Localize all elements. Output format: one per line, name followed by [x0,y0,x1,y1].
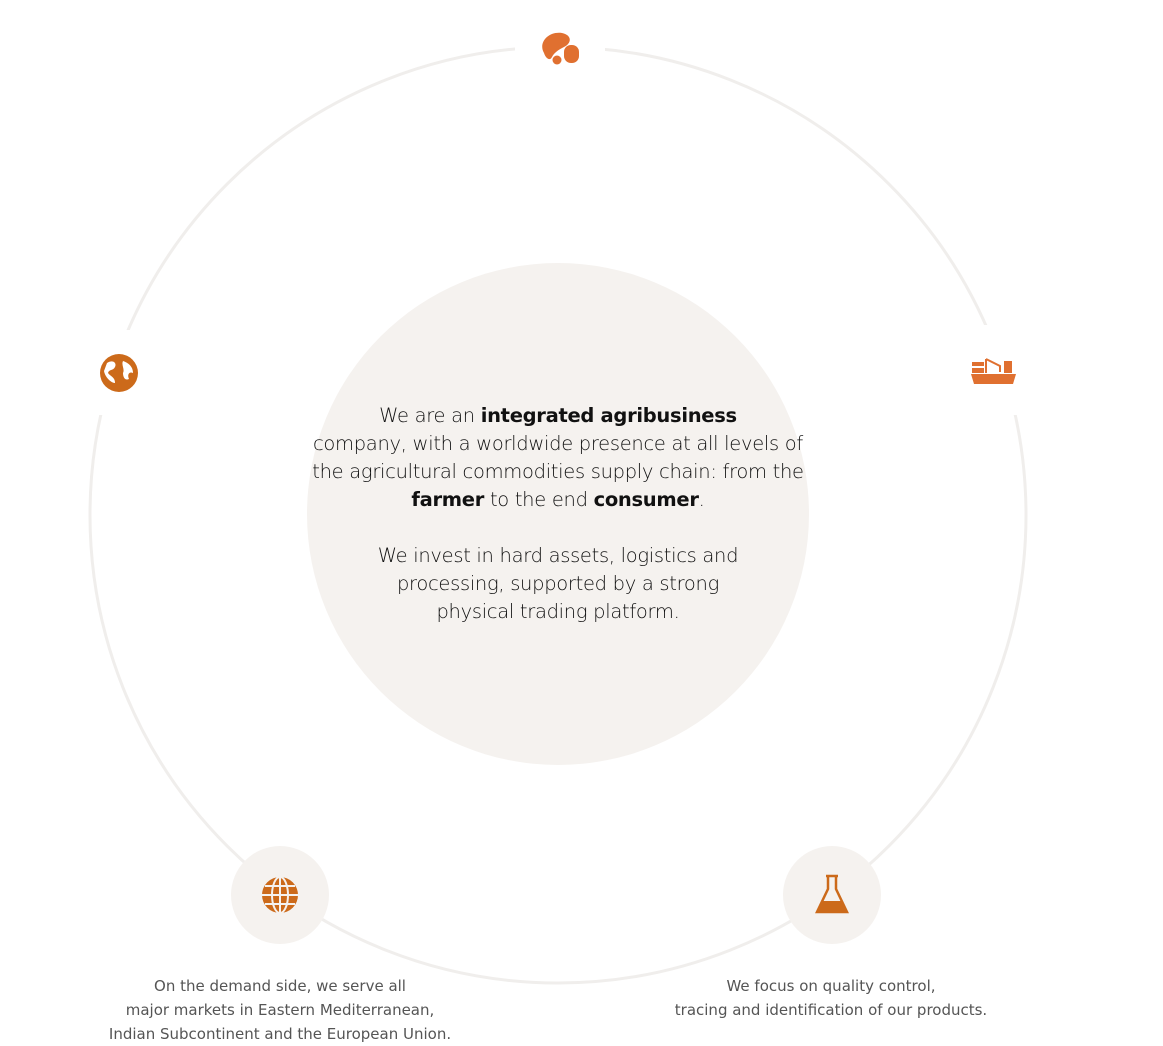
intro-circle: We are an integrated agribusiness compan… [307,263,809,765]
demand-caption: On the demand side, we serve all major m… [108,977,452,1043]
quality-caption: We focus on quality control, tracing and… [674,977,988,1019]
intro-text-2: We invest in hard assets, logistics and … [377,544,739,623]
seeds-icon [542,32,579,65]
earth-icon [100,354,138,392]
ship-icon [971,358,1016,384]
demand-bubble [231,846,329,944]
globe-icon [262,876,298,914]
intro-text: We are an integrated agribusiness compan… [312,404,804,511]
flask-icon [815,874,849,914]
quality-bubble [783,846,881,944]
